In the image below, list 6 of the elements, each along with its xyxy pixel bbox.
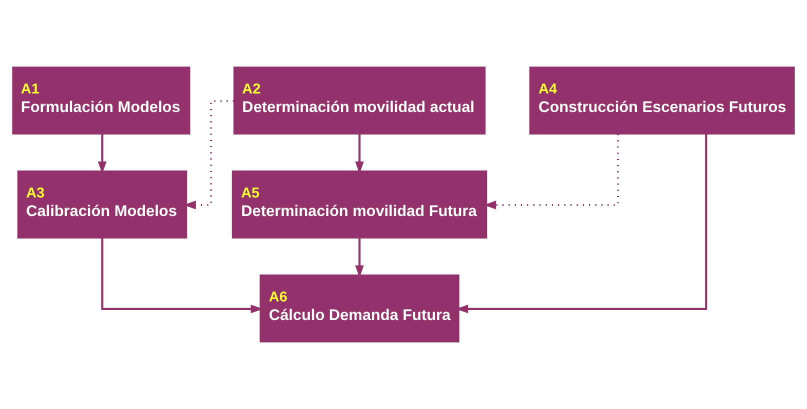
node-box: A1 Formulación Modelos — [12, 66, 190, 135]
node-box: A5 Determinación movilidad Futura — [232, 170, 488, 238]
node-box: A6 Cálculo Demanda Futura — [260, 274, 460, 342]
node-box: A2 Determinación movilidad actual — [233, 66, 486, 135]
node-box: A4 Construcción Escenarios Futuros — [529, 66, 795, 135]
node-box: A3 Calibración Modelos — [17, 170, 188, 238]
